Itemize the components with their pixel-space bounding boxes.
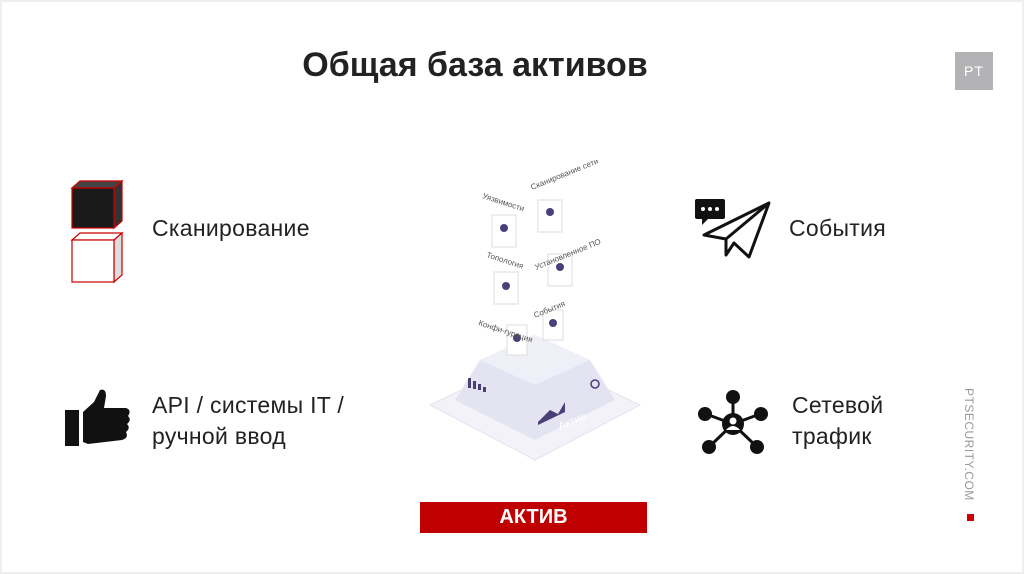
events-label: События <box>789 215 887 241</box>
red-square-mark <box>967 514 974 521</box>
card-label-network-scan: Сканирование сети <box>529 160 599 192</box>
network-nodes-icon <box>698 390 768 454</box>
asset-tower-illustration: Актив Уязвимости Сканирование сети Топол… <box>428 160 642 461</box>
traffic-label-line2: трафик <box>792 423 872 449</box>
traffic-label-line1: Сетевой <box>792 392 884 418</box>
traffic-label: Сетевой трафик <box>792 390 883 452</box>
card-label-vulnerabilities: Уязвимости <box>481 191 525 213</box>
pt-logo: PT <box>955 52 993 90</box>
scanning-label: Сканирование <box>152 215 310 241</box>
asset-banner: АКТИВ <box>420 502 647 533</box>
site-url: PTSECURITY.COM <box>962 388 976 501</box>
api-label-line2: ручной ввод <box>152 423 286 449</box>
paper-plane-chat-icon <box>695 199 771 259</box>
thumbs-up-icon <box>65 389 130 446</box>
slide-title: Общая база активов <box>302 46 648 84</box>
api-label-line1: API / системы IT / <box>152 392 345 418</box>
cubes-icon <box>70 179 124 284</box>
api-label: API / системы IT / ручной ввод <box>152 390 344 452</box>
card-label-topology: Топология <box>485 250 524 270</box>
